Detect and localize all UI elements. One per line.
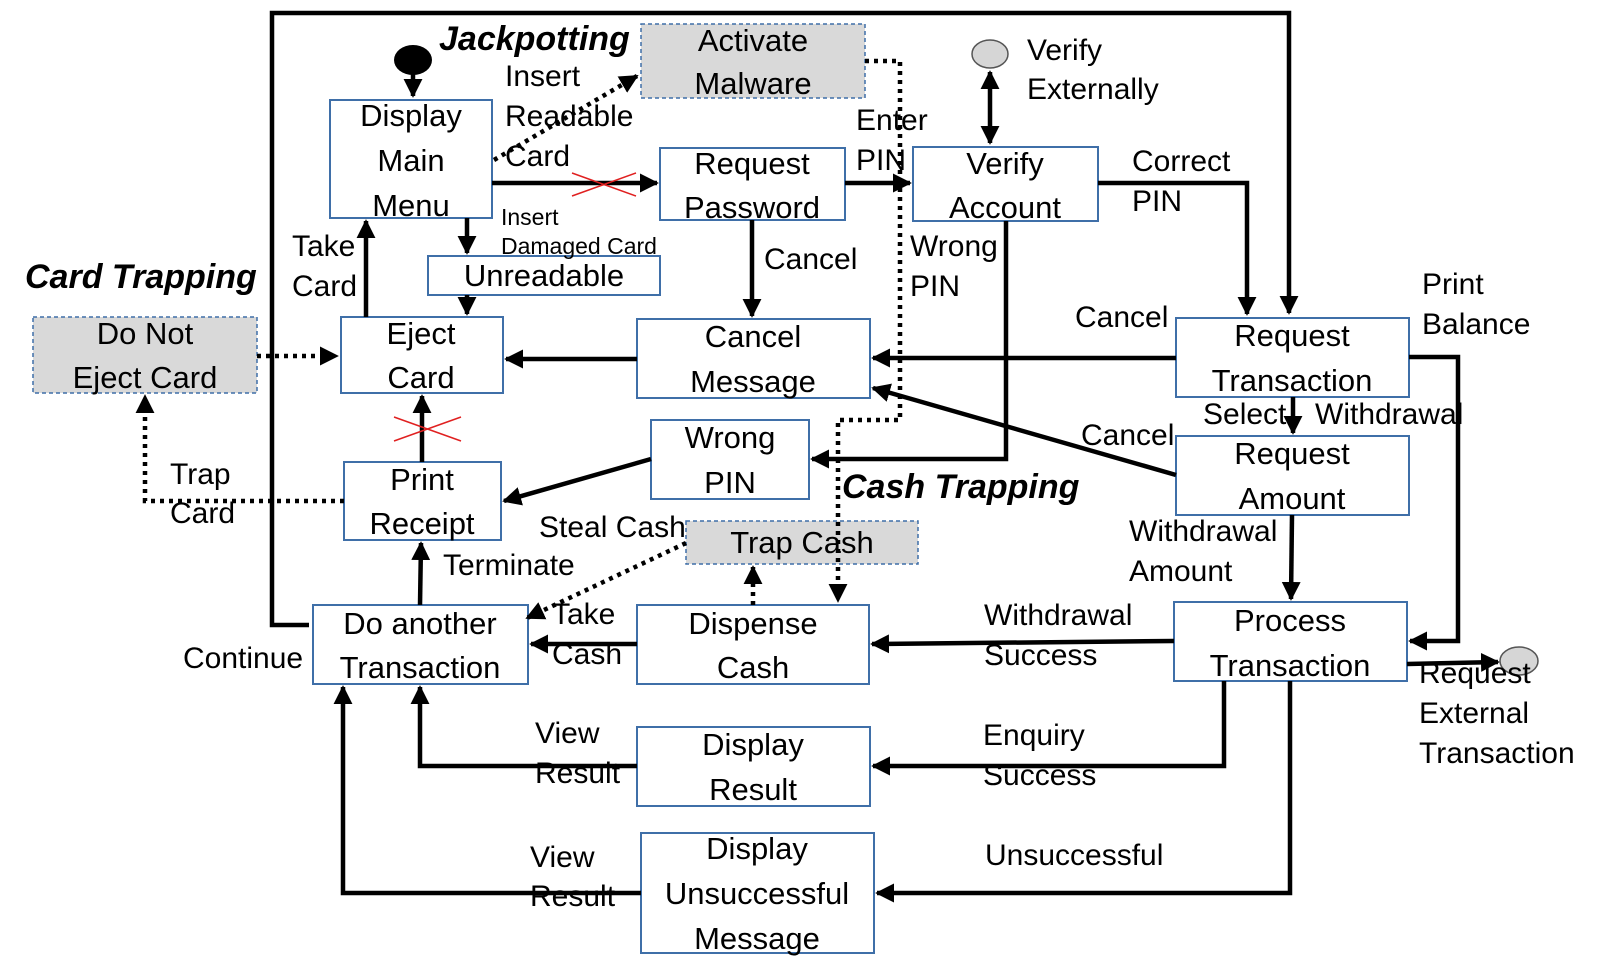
edge-steal-cash: [525, 540, 687, 621]
edge-withdrawal-amount: [1281, 514, 1301, 601]
edge-correct-pin: [1098, 180, 1257, 316]
label-withdrawal: Withdrawal: [1315, 398, 1463, 431]
edge-print-balance: [1408, 354, 1461, 651]
label-continue: Continue: [183, 642, 303, 675]
edge-wrong-pin: [810, 221, 1009, 469]
label-select: Select: [1203, 398, 1287, 431]
edge-insert-readable-to-malware: [492, 74, 639, 162]
edge-trap-card: [135, 394, 344, 504]
attack-jackpotting: Jackpotting: [439, 20, 630, 58]
edge-withdrawal-success: [870, 634, 1175, 654]
external-transaction-node: [1499, 646, 1539, 676]
label-terminate: Terminate: [443, 549, 575, 582]
edge-view-result-1: [410, 685, 637, 769]
label-steal-cash: Steal Cash: [539, 511, 686, 544]
edge-unsuccessful: [875, 681, 1293, 903]
edge-view-result-2: [333, 685, 641, 896]
svg-text:Unreadable: Unreadable: [464, 258, 624, 293]
label-cancel-amount: Cancel: [1081, 419, 1174, 452]
edge-request-external: [1406, 652, 1500, 672]
edge-wrongpin-to-receipt: [502, 456, 652, 506]
blocked-mark-receipt-eject: [393, 416, 462, 442]
state-unreadable: Unreadable: [427, 255, 661, 296]
blocked-mark-menu-password: [571, 172, 637, 197]
svg-text:Trap Cash: Trap Cash: [730, 525, 874, 560]
external-verify-node: [971, 39, 1009, 69]
label-unsuccessful: Unsuccessful: [985, 839, 1163, 872]
initial-node: [394, 45, 432, 98]
threat-trap-cash: Trap Cash: [685, 520, 919, 565]
edge-amount-cancel: [871, 383, 1177, 478]
edge-malware-to-dispense: [828, 58, 903, 603]
outer-frame: [269, 10, 1299, 628]
attack-card-trapping: Card Trapping: [25, 258, 257, 296]
edge-enquiry-success: [871, 681, 1227, 776]
label-cancel-transaction: Cancel: [1075, 301, 1168, 334]
label-cancel-password: Cancel: [764, 243, 857, 276]
edge-terminate: [411, 541, 431, 606]
attack-cash-trapping: Cash Trapping: [842, 468, 1080, 506]
